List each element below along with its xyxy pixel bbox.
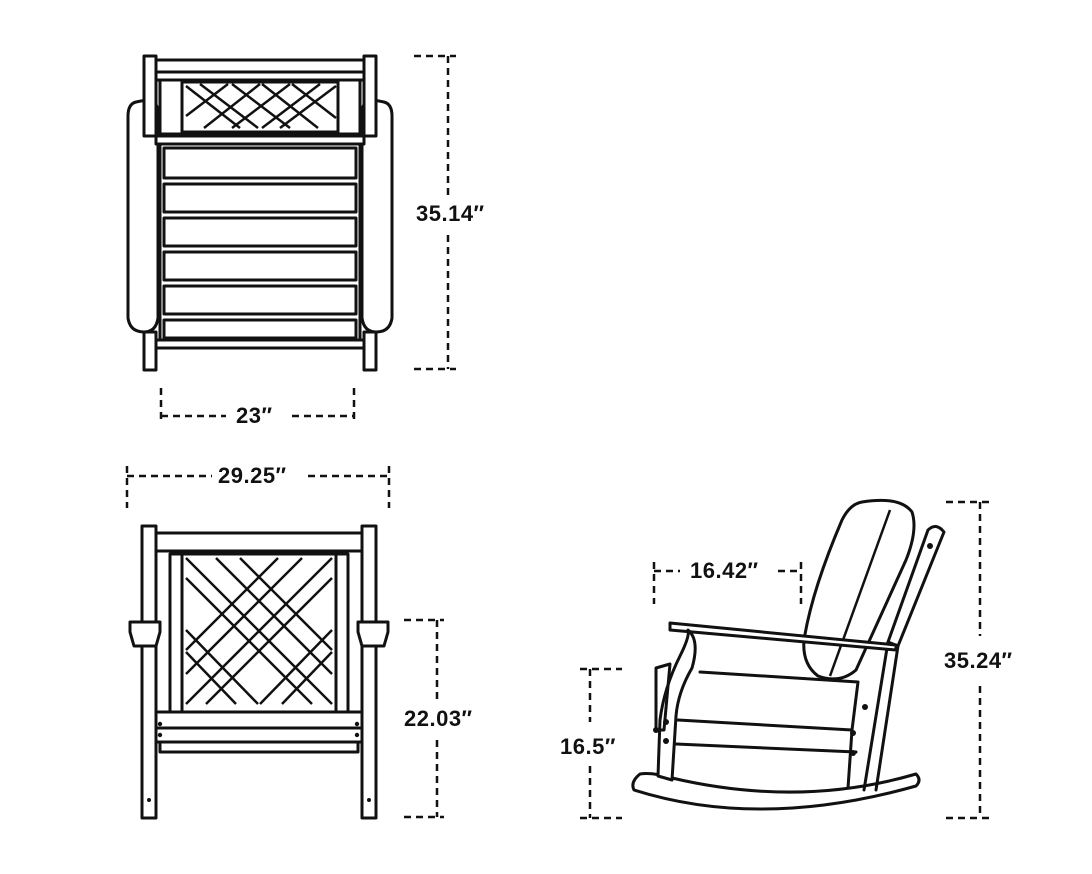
top-view-chair [126, 54, 394, 372]
top-seat-width-label: 23″ [232, 403, 277, 429]
top-depth-label: 35.14″ [412, 201, 489, 227]
side-seat-depth-dimension-line [652, 562, 803, 604]
front-view-chair [128, 524, 390, 820]
front-arm-height-label: 22.03″ [400, 706, 477, 732]
top-depth-dimension-line [414, 54, 456, 371]
side-view-chair [631, 498, 946, 811]
side-seat-height-label: 16.5″ [556, 734, 620, 760]
side-overall-height-dimension-line [946, 500, 990, 820]
side-seat-height-dimension-line [580, 667, 622, 820]
side-overall-height-label: 35.24″ [940, 648, 1017, 674]
front-width-label: 29.25″ [214, 463, 291, 489]
front-arm-height-dimension-line [404, 618, 444, 819]
front-width-dimension-line [125, 466, 391, 508]
side-seat-depth-label: 16.42″ [686, 558, 763, 584]
top-seat-width-dimension-line [159, 388, 356, 424]
